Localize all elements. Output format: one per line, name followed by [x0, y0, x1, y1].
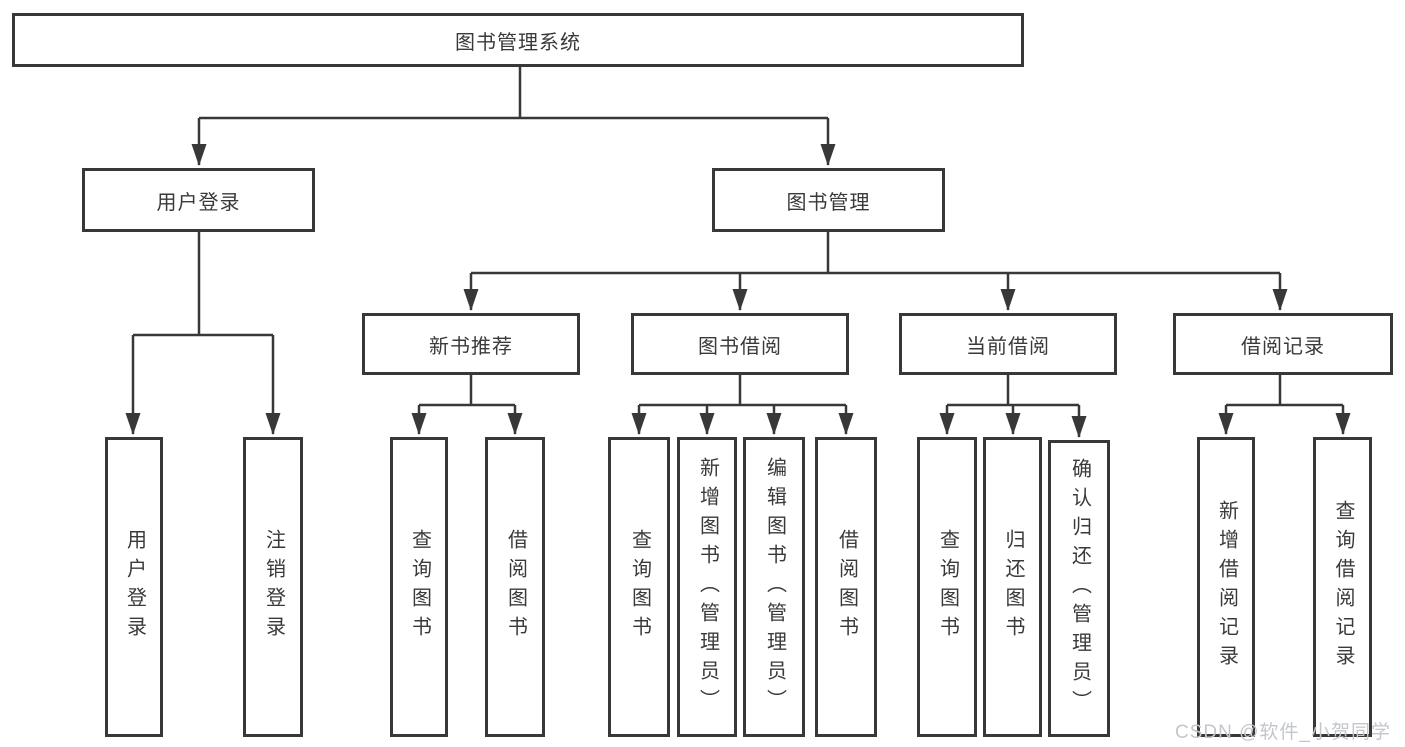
leaf-query-books-borrow: 查询图书	[608, 437, 670, 737]
leaf-return-book-label: 归还图书	[1002, 529, 1024, 645]
leaf-borrow-books-label: 借阅图书	[835, 529, 858, 645]
leaf-user-login: 用户登录	[105, 437, 163, 737]
leaf-add-borrow-record: 新增借阅记录	[1197, 437, 1255, 737]
leaf-add-book-admin-label: 新增图书（管理员）	[696, 456, 719, 718]
user-login-node: 用户登录	[82, 168, 315, 232]
leaf-query-books-recommend: 查询图书	[390, 437, 448, 737]
leaf-edit-book-admin: 编辑图书（管理员）	[743, 437, 805, 737]
leaf-borrow-books-recommend: 借阅图书	[485, 437, 545, 737]
borrow-record-label: 借阅记录	[1241, 335, 1325, 358]
leaf-return-book: 归还图书	[983, 437, 1042, 737]
new-book-recommend-node: 新书推荐	[362, 313, 580, 375]
leaf-query-books-current-label: 查询图书	[936, 529, 959, 645]
leaf-add-borrow-record-label: 新增借阅记录	[1215, 500, 1238, 674]
leaf-query-borrow-record-label: 查询借阅记录	[1332, 500, 1354, 674]
leaf-query-books-borrow-label: 查询图书	[628, 529, 651, 645]
current-borrow-node: 当前借阅	[899, 313, 1117, 375]
leaf-add-book-admin: 新增图书（管理员）	[677, 437, 737, 737]
book-management-node-label: 图书管理	[786, 191, 871, 214]
leaf-query-books-recommend-label: 查询图书	[408, 529, 431, 645]
root-node-library-system: 图书管理系统	[12, 13, 1024, 67]
current-borrow-label: 当前借阅	[966, 335, 1050, 358]
root-node-label: 图书管理系统	[455, 31, 581, 54]
leaf-logout: 注销登录	[243, 437, 303, 737]
leaf-query-books-current: 查询图书	[917, 437, 977, 737]
book-borrow-label: 图书借阅	[698, 335, 782, 358]
leaf-borrow-books-recommend-label: 借阅图书	[504, 529, 527, 645]
leaf-logout-label: 注销登录	[262, 529, 285, 645]
csdn-watermark: CSDN @软件_小贺同学	[1175, 722, 1391, 743]
book-borrow-node: 图书借阅	[631, 313, 849, 375]
user-login-node-label: 用户登录	[156, 191, 241, 214]
leaf-query-borrow-record: 查询借阅记录	[1313, 437, 1372, 737]
book-management-node: 图书管理	[712, 168, 945, 232]
leaf-edit-book-admin-label: 编辑图书（管理员）	[763, 456, 786, 718]
leaf-borrow-books: 借阅图书	[815, 437, 877, 737]
leaf-confirm-return-admin-label: 确认归还（管理员）	[1068, 458, 1091, 719]
leaf-user-login-label: 用户登录	[123, 529, 146, 645]
new-book-recommend-label: 新书推荐	[429, 335, 513, 358]
borrow-record-node: 借阅记录	[1173, 313, 1393, 375]
leaf-confirm-return-admin: 确认归还（管理员）	[1048, 440, 1110, 737]
